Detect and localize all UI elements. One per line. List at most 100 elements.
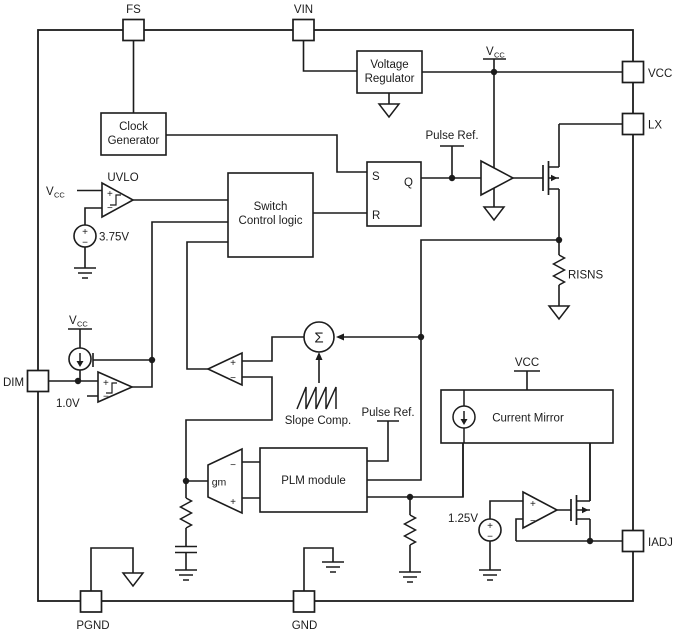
pin-box bbox=[621, 529, 645, 553]
uvlo-comparator-icon bbox=[101, 181, 135, 219]
slope-comp-label: Slope Comp. bbox=[285, 415, 351, 427]
plm-module-box bbox=[259, 447, 368, 513]
vcc-tap-mirror: VCC bbox=[514, 357, 540, 372]
driver-buffer-icon bbox=[480, 159, 515, 197]
wires-pwm-comparator bbox=[185, 336, 304, 481]
dim-comparator: + − 1.0V bbox=[56, 370, 134, 410]
uvlo-minus: − bbox=[107, 203, 113, 214]
clock-generator-box bbox=[100, 112, 167, 156]
pin-dim: DIM bbox=[3, 369, 50, 393]
compensation-network bbox=[175, 497, 197, 581]
source-minus: − bbox=[82, 238, 88, 249]
uvlo-plus: + bbox=[107, 189, 113, 200]
pin-box bbox=[122, 18, 145, 42]
mosfet-icon bbox=[570, 495, 578, 525]
wires-latch-driver bbox=[133, 177, 543, 370]
opamp-minus: − bbox=[530, 516, 536, 527]
pulse-ref-top: Pulse Ref. bbox=[425, 130, 479, 178]
gm-minus: − bbox=[230, 460, 236, 471]
dim-vcc-sub: CC bbox=[77, 320, 88, 329]
dim-minus: − bbox=[103, 392, 109, 403]
clock-generator-label-1: Clock bbox=[119, 121, 148, 133]
pin-label-fs: FS bbox=[126, 4, 141, 16]
latch-q-label: Q bbox=[404, 177, 413, 189]
pin-vcc: VCC bbox=[621, 60, 672, 84]
reference-3v75-label: 3.75V bbox=[99, 232, 129, 244]
tap-icon bbox=[440, 145, 464, 178]
latch-r-label: R bbox=[372, 210, 380, 222]
voltage-regulator-block: Voltage Regulator bbox=[356, 50, 423, 94]
risns-label: RISNS bbox=[568, 270, 603, 282]
vcc-label: V bbox=[486, 46, 494, 58]
switch-control-label-1: Switch bbox=[254, 201, 288, 213]
pin-box bbox=[621, 60, 645, 84]
current-mirror-box bbox=[440, 389, 614, 444]
capacitor-icon bbox=[175, 545, 197, 554]
gm-amplifier: gm − + bbox=[207, 447, 243, 515]
uvlo-vcc-sub: CC bbox=[54, 191, 65, 200]
power-ground-icon bbox=[482, 206, 506, 222]
risns-resistor: RISNS bbox=[547, 254, 603, 321]
summing-node: Σ bbox=[303, 321, 344, 383]
voltage-regulator-label-2: Regulator bbox=[365, 73, 415, 85]
pwm-plus: + bbox=[230, 358, 236, 369]
pin-label-pgnd: PGND bbox=[76, 620, 109, 632]
mosfet-icon bbox=[542, 161, 550, 195]
iadj-opamp: + − bbox=[522, 490, 559, 530]
dim-comparator-icon bbox=[97, 370, 134, 404]
pwm-comparator: + − bbox=[206, 351, 243, 387]
dim-vcc-label: V bbox=[69, 315, 77, 327]
source-minus: − bbox=[487, 532, 493, 543]
chip-boundary bbox=[37, 29, 634, 602]
dim-current-source: V CC bbox=[68, 315, 92, 371]
main-mosfet bbox=[542, 161, 559, 195]
pin-box bbox=[292, 590, 316, 613]
hysteresis-icon bbox=[110, 194, 121, 206]
junction-dots bbox=[74, 68, 594, 545]
pin-box bbox=[79, 590, 103, 613]
dim-plus: + bbox=[103, 378, 109, 389]
pin-gnd: GND bbox=[292, 590, 317, 632]
resistor-icon bbox=[551, 254, 567, 286]
pin-label-dim: DIM bbox=[3, 377, 24, 389]
gate-driver bbox=[480, 159, 515, 222]
power-ground-icon bbox=[547, 305, 571, 321]
source-plus: + bbox=[487, 521, 493, 532]
ground-icon bbox=[399, 571, 421, 583]
pin-vin: VIN bbox=[292, 4, 315, 42]
ground-icon bbox=[479, 569, 501, 581]
pulse-ref-label: Pulse Ref. bbox=[361, 407, 414, 419]
pulse-ref-bottom: Pulse Ref. bbox=[361, 407, 415, 422]
arrowhead-icon bbox=[315, 352, 323, 360]
voltage-regulator-label-1: Voltage bbox=[370, 59, 408, 71]
switch-control-logic-block: Switch Control logic bbox=[227, 172, 314, 258]
iadj-mosfet bbox=[570, 443, 591, 541]
voltage-regulator-box bbox=[356, 50, 423, 94]
reference-1v25-label: 1.25V bbox=[448, 513, 478, 525]
uvlo-comparator: + − UVLO V CC bbox=[46, 172, 139, 219]
wires-power-stage bbox=[338, 123, 623, 481]
arrowhead-icon bbox=[336, 333, 344, 341]
reference-1v0-label: 1.0V bbox=[56, 398, 80, 410]
clock-generator-label-2: Generator bbox=[108, 135, 160, 147]
pin-fs: FS bbox=[122, 4, 145, 42]
vcc-sub: CC bbox=[494, 51, 505, 60]
opamp-plus: + bbox=[530, 499, 536, 510]
ground-icon bbox=[322, 561, 344, 573]
pin-label-vin: VIN bbox=[294, 4, 313, 16]
pwm-comparator-icon bbox=[206, 351, 243, 387]
switch-control-box bbox=[227, 172, 314, 258]
switch-control-label-2: Control logic bbox=[239, 215, 303, 227]
uvlo-vcc-label: V bbox=[46, 186, 54, 198]
power-ground-icon bbox=[121, 572, 145, 588]
sawtooth-icon bbox=[296, 386, 337, 410]
pulse-ref-label: Pulse Ref. bbox=[425, 130, 478, 142]
sigma-label: Σ bbox=[314, 330, 323, 347]
source-plus: + bbox=[82, 227, 88, 238]
sr-latch-block: S Q R bbox=[366, 161, 422, 227]
reference-3v75-source: + − 3.75V bbox=[73, 224, 129, 279]
pwm-minus: − bbox=[230, 373, 236, 384]
gm-plus: + bbox=[230, 497, 236, 508]
wires-gm-network bbox=[185, 461, 260, 570]
